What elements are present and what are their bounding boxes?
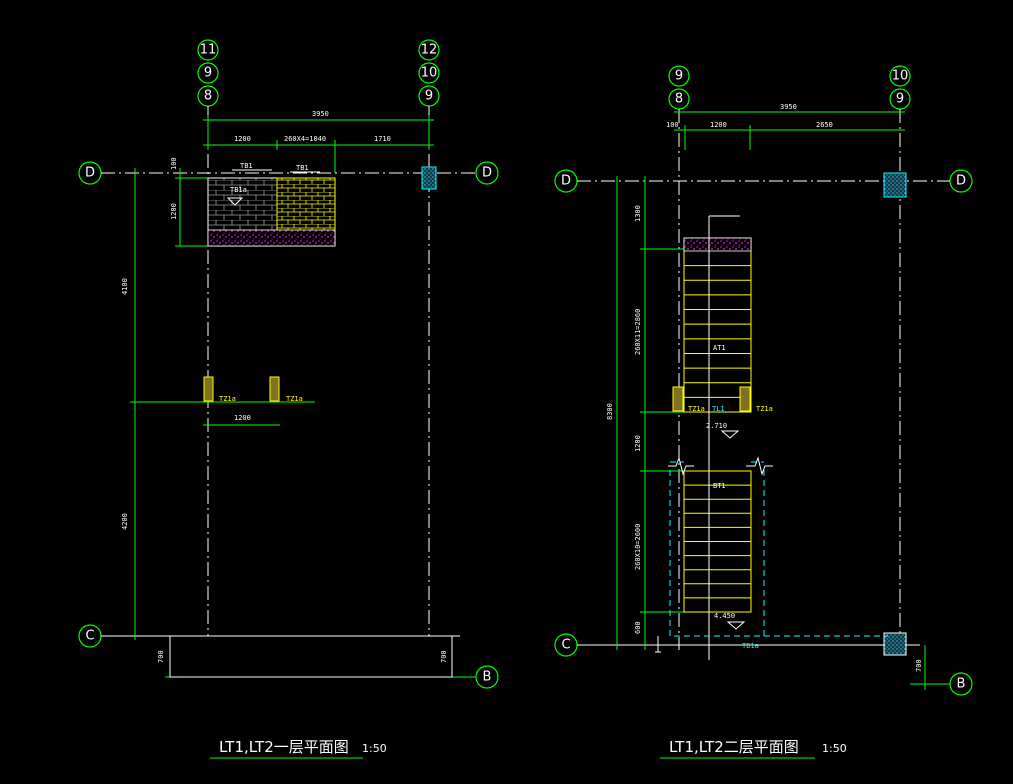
axis-label: 10 bbox=[421, 66, 438, 81]
post-label: TZ1a bbox=[286, 395, 303, 403]
dim-text: 1200 bbox=[170, 203, 178, 220]
landing-label: TL1 bbox=[712, 405, 725, 413]
break-symbol-icon bbox=[746, 456, 773, 476]
structural-column bbox=[421, 166, 437, 190]
structural-column bbox=[883, 632, 907, 656]
dim-text: 700 bbox=[915, 659, 923, 672]
tag-text: TB1a bbox=[230, 186, 247, 194]
axis-label: D bbox=[956, 174, 966, 189]
axis-bubble-9 bbox=[668, 65, 690, 87]
axis-label: D bbox=[482, 166, 492, 181]
elevation-marker-icon bbox=[226, 197, 244, 206]
dim-text: 700 bbox=[440, 650, 448, 663]
axis-bubble-D-right bbox=[475, 161, 499, 185]
elevation-marker-icon bbox=[726, 621, 746, 630]
dim-text: 1200 bbox=[710, 121, 727, 129]
left-plan: 11 9 8 12 10 9 D D C B 3950 1200 bbox=[78, 39, 499, 759]
tag-text: TB1 bbox=[240, 162, 253, 170]
axis-label: D bbox=[85, 166, 95, 181]
elevation-text: 2.710 bbox=[706, 422, 727, 430]
dim-text: 100 bbox=[666, 121, 679, 129]
dim-text: 260X4=1040 bbox=[284, 135, 326, 143]
dim-text: 1200 bbox=[234, 135, 251, 143]
dim-text: 4100 bbox=[121, 278, 129, 295]
elevation-text: 4.450 bbox=[714, 612, 735, 620]
dim-text: 3950 bbox=[312, 110, 329, 118]
stair-treads bbox=[684, 484, 751, 599]
dim-text: 260X10=2600 bbox=[634, 524, 642, 570]
tag-text: TB1 bbox=[296, 164, 309, 172]
axis-label: 8 bbox=[204, 89, 212, 104]
axis-label: 8 bbox=[675, 92, 683, 107]
stair-post bbox=[269, 376, 280, 402]
post-label: TZ1a bbox=[688, 405, 705, 413]
post-label: TZ1a bbox=[756, 405, 773, 413]
axis-label: 9 bbox=[204, 66, 212, 81]
axis-bubble-9 bbox=[197, 62, 219, 84]
axis-label: D bbox=[561, 174, 571, 189]
dim-text: 700 bbox=[157, 650, 165, 663]
stair-post bbox=[672, 386, 684, 412]
axis-bubble-10 bbox=[418, 62, 440, 84]
stair-post bbox=[739, 386, 751, 412]
dim-text: 100 bbox=[170, 157, 178, 170]
axis-label: C bbox=[561, 638, 570, 653]
tag-text: TB1a bbox=[742, 642, 759, 650]
drawing-title: LT1,LT2一层平面图 bbox=[219, 738, 349, 756]
right-plan: 9 8 10 9 3950 100 1200 2650 D D C B bbox=[554, 65, 973, 759]
axis-label: 12 bbox=[421, 43, 438, 58]
elevation-marker-icon bbox=[720, 430, 740, 439]
hidden-outline bbox=[669, 470, 888, 637]
dim-text: 1710 bbox=[374, 135, 391, 143]
dim-text: 260X11=2860 bbox=[634, 309, 642, 355]
post-label: TZ1a bbox=[219, 395, 236, 403]
axis-label: B bbox=[957, 677, 966, 692]
dim-text: 2650 bbox=[816, 121, 833, 129]
flight-label: AT1 bbox=[713, 344, 726, 352]
axis-bubble-11 bbox=[197, 39, 219, 61]
stair-flight-upper bbox=[683, 237, 752, 413]
dim-text: 600 bbox=[634, 621, 642, 634]
axis-bubble-10 bbox=[889, 65, 911, 87]
dim-text: 1200 bbox=[234, 414, 251, 422]
axis-bubble-12 bbox=[418, 39, 440, 61]
dim-text: 8300 bbox=[606, 403, 614, 420]
axis-label: 11 bbox=[200, 43, 217, 58]
structural-column bbox=[883, 172, 907, 198]
stair-treads bbox=[684, 265, 751, 398]
dim-text: 3950 bbox=[780, 103, 797, 111]
foundation-beam bbox=[169, 635, 453, 678]
axis-label: 9 bbox=[675, 69, 683, 84]
axis-label: 9 bbox=[425, 89, 433, 104]
stair-post bbox=[203, 376, 214, 402]
hatched-footing bbox=[207, 229, 336, 247]
break-symbol-icon bbox=[668, 456, 694, 476]
drawing-scale: 1:50 bbox=[822, 742, 847, 755]
flight-label: BT1 bbox=[713, 482, 726, 490]
axis-label: 10 bbox=[892, 69, 909, 84]
axis-label: 9 bbox=[896, 92, 904, 107]
drawing-scale: 1:50 bbox=[362, 742, 387, 755]
dim-text: 4200 bbox=[121, 513, 129, 530]
dim-text: 1300 bbox=[634, 205, 642, 222]
dim-text: 1200 bbox=[634, 435, 642, 452]
axis-label: C bbox=[85, 629, 94, 644]
section-mark-icon bbox=[655, 636, 661, 653]
drawing-title: LT1,LT2二层平面图 bbox=[669, 738, 799, 756]
axis-label: B bbox=[483, 670, 492, 685]
